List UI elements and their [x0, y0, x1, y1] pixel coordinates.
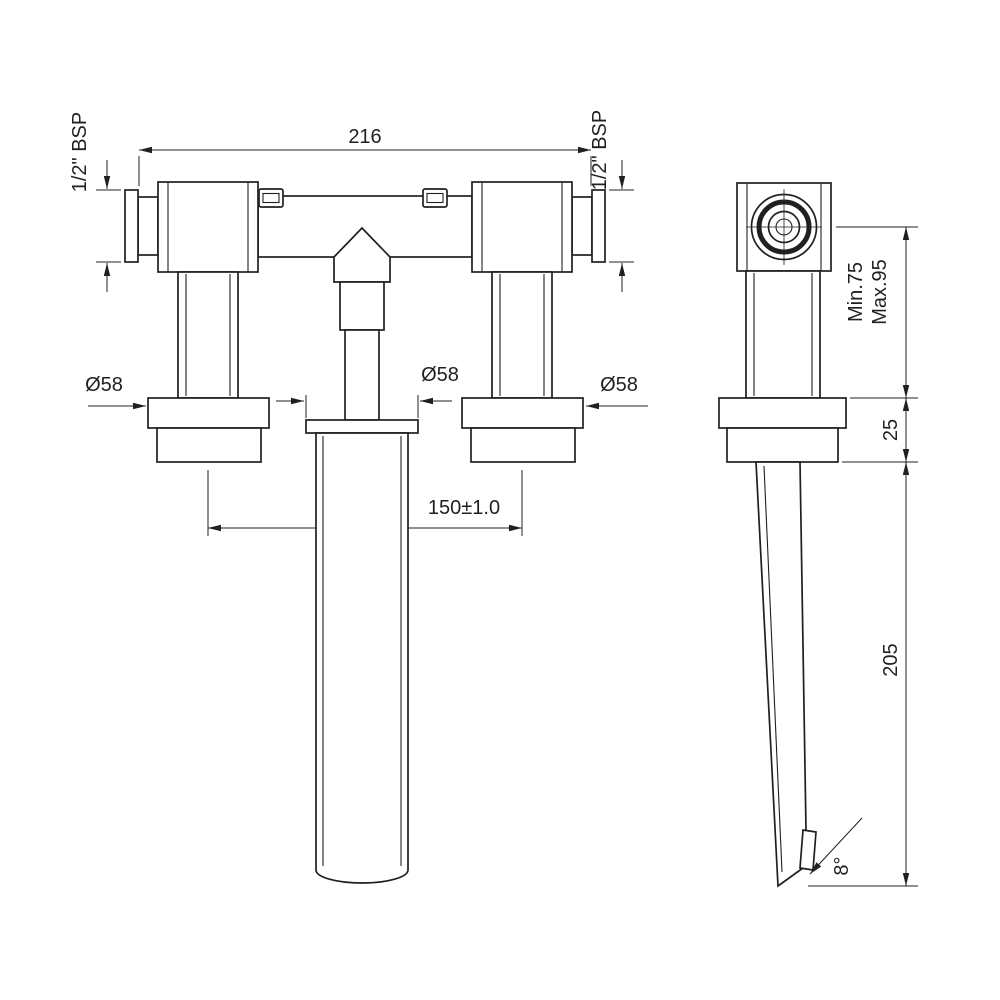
dim-overall-width: 216: [138, 126, 592, 186]
dim-flange-right-label: Ø58: [600, 374, 638, 396]
dim-wall-depth: Min.75 Max.95: [845, 227, 910, 398]
left-inlet-neck: [137, 196, 159, 256]
dim-flange-center-label: Ø58: [421, 364, 459, 386]
side-escutcheon-flange: [718, 397, 847, 429]
left-valve-assembly: [124, 181, 270, 463]
dim-spout-length: 205: [880, 462, 910, 886]
left-escutcheon-flange: [147, 397, 270, 429]
left-riser-tube: [177, 271, 239, 399]
dim-wall-depth-max-label: Max.95: [869, 259, 891, 325]
side-view-dimensions: Min.75 Max.95 25 205 8°: [808, 226, 918, 887]
spout-stem: [344, 329, 380, 421]
dim-center-distance: 150±1.0: [207, 470, 523, 536]
mounting-boss-left: [258, 188, 284, 208]
dim-flange-right: Ø58: [586, 374, 648, 410]
dim-flange-depth: 25: [880, 398, 910, 462]
dim-spout-angle-label: 8°: [831, 856, 853, 875]
center-spout-assembly: [305, 226, 419, 884]
side-body-tube: [745, 270, 821, 399]
right-inlet-neck: [571, 196, 593, 256]
spout-tube: [315, 432, 409, 884]
right-valve-assembly: [461, 181, 606, 463]
right-valve-block: [471, 181, 573, 273]
side-escutcheon-skirt: [726, 427, 839, 463]
right-inlet-cap: [591, 189, 606, 263]
detail-lines: [753, 273, 813, 396]
left-escutcheon-skirt: [156, 427, 262, 463]
dim-center-distance-label: 150±1.0: [428, 497, 500, 519]
dim-spout-length-label: 205: [880, 643, 902, 676]
dim-thread-left: 1/2" BSP: [69, 112, 121, 292]
valve-port-circles: [746, 189, 822, 265]
side-view: [718, 182, 847, 888]
left-valve-block: [157, 181, 259, 273]
dim-spout-angle: 8°: [809, 817, 863, 876]
dim-thread-left-label: 1/2" BSP: [69, 112, 91, 192]
right-escutcheon-skirt: [470, 427, 576, 463]
detail-lines: [322, 436, 402, 866]
dim-flange-left: Ø58: [85, 374, 146, 410]
detail-lines: [481, 182, 563, 272]
dim-overall-width-label: 216: [348, 126, 381, 148]
detail-lines: [167, 182, 249, 272]
dim-flange-left-label: Ø58: [85, 374, 123, 396]
side-spout-blade: [755, 461, 807, 888]
spout-wall-plate: [305, 419, 419, 434]
dim-wall-depth-min-label: Min.75: [845, 262, 867, 322]
detail-lines: [185, 274, 231, 396]
right-escutcheon-flange: [461, 397, 584, 429]
dim-thread-right: 1/2" BSP: [589, 110, 634, 292]
spout-mount-neck: [339, 281, 385, 331]
aerator-end: [799, 829, 817, 871]
front-view-dimensions: 216 1/2" BSP 1/2" BSP Ø58 Ø58: [69, 110, 648, 536]
front-view: [124, 181, 606, 884]
dim-flange-center: Ø58: [276, 364, 459, 418]
detail-lines: [499, 274, 545, 396]
left-inlet-cap: [124, 189, 139, 263]
right-riser-tube: [491, 271, 553, 399]
detail-lines: [763, 465, 783, 873]
dim-thread-right-label: 1/2" BSP: [589, 110, 611, 190]
dim-flange-depth-label: 25: [880, 419, 902, 441]
mounting-boss-right: [422, 188, 448, 208]
